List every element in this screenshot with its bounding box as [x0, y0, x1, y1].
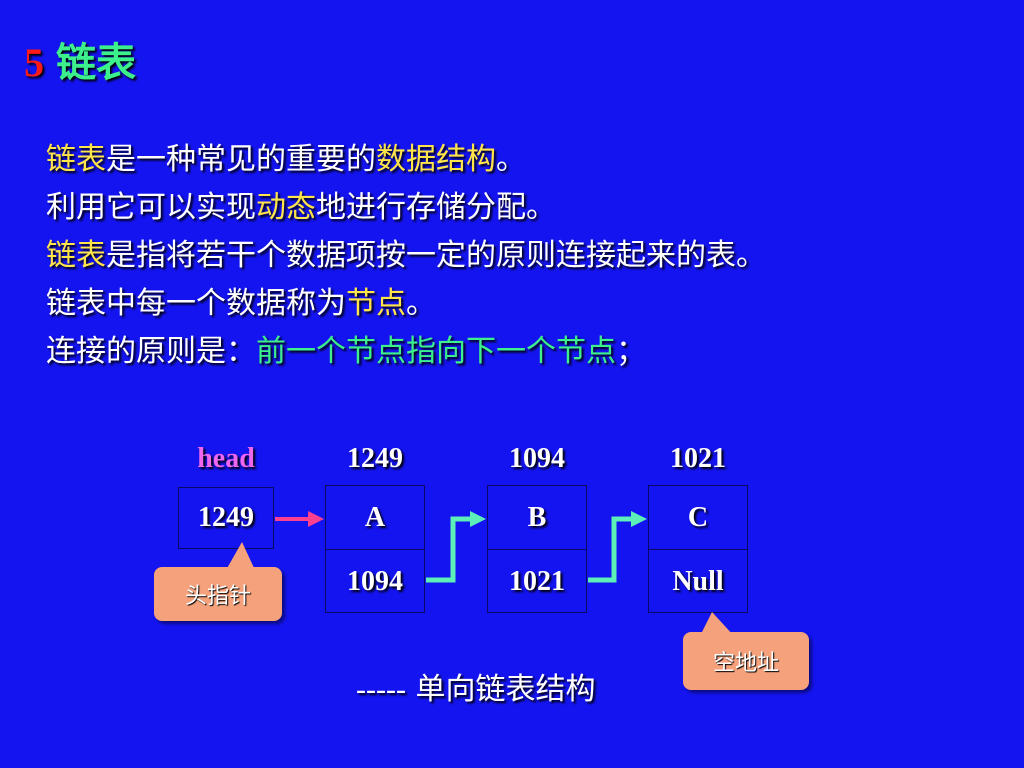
title-number: 5: [24, 40, 44, 85]
link-arrow-2: [588, 511, 647, 583]
caption-text: 单向链表结构: [415, 672, 596, 707]
head-pointer-box: 1249: [178, 487, 274, 549]
list-node-2: B 1021: [487, 485, 587, 613]
text-fragment: 是指将若干个数据项按一定的原则连接起来的表。: [106, 238, 766, 273]
text-fragment: 。: [406, 286, 436, 321]
list-node-1: A 1094: [325, 485, 425, 613]
body-text: 链表是一种常见的重要的数据结构。 利用它可以实现动态地进行存储分配。 链表是指将…: [46, 136, 766, 376]
text-fragment: 连接的原则是：: [46, 334, 256, 369]
list-node-3: C Null: [648, 485, 748, 613]
null-address-callout: 空地址: [683, 632, 809, 690]
text-line-4: 链表中每一个数据称为节点。: [46, 280, 766, 328]
keyword-linked-list: 链表: [46, 142, 106, 177]
text-fragment: 链表中每一个数据称为: [46, 286, 346, 321]
text-line-5: 连接的原则是：前一个节点指向下一个节点；: [46, 328, 766, 376]
text-fragment: 。: [496, 142, 526, 177]
keyword-dynamic: 动态: [256, 190, 316, 225]
text-fragment: 地进行存储分配。: [316, 190, 556, 225]
head-label: head: [197, 443, 255, 474]
callout-pointer-null: [700, 612, 734, 636]
head-pointer-callout: 头指针: [154, 567, 282, 621]
diagram-caption: ----- 单向链表结构: [356, 664, 596, 708]
slide-title: 5 链表: [24, 30, 136, 88]
node-next-cell: 1021: [509, 565, 565, 597]
text-fragment: 利用它可以实现: [46, 190, 256, 225]
head-arrow: [275, 511, 324, 527]
keyword-linked-list: 链表: [46, 238, 106, 273]
link-arrow-1: [426, 511, 486, 583]
head-pointer-value: 1249: [198, 502, 254, 533]
keyword-link-rule: 前一个节点指向下一个节点: [256, 334, 616, 369]
node-data-cell: A: [326, 486, 424, 550]
keyword-node: 节点: [346, 286, 406, 321]
text-line-1: 链表是一种常见的重要的数据结构。: [46, 136, 766, 184]
node-next-cell: 1094: [347, 565, 403, 597]
callout-pointer-head: [226, 542, 255, 570]
text-fragment: 是一种常见的重要的: [106, 142, 376, 177]
node-address-3: 1021: [670, 443, 726, 474]
node-data-cell: B: [488, 486, 586, 550]
text-line-3: 链表是指将若干个数据项按一定的原则连接起来的表。: [46, 232, 766, 280]
title-text: 链表: [56, 40, 136, 86]
caption-dashes: -----: [356, 673, 406, 706]
node-data-cell: C: [649, 486, 747, 550]
node-next-cell: Null: [672, 565, 724, 597]
node-address-1: 1249: [347, 443, 403, 474]
node-address-2: 1094: [509, 443, 565, 474]
text-fragment: ；: [616, 334, 646, 369]
keyword-data-structure: 数据结构: [376, 142, 496, 177]
text-line-2: 利用它可以实现动态地进行存储分配。: [46, 184, 766, 232]
